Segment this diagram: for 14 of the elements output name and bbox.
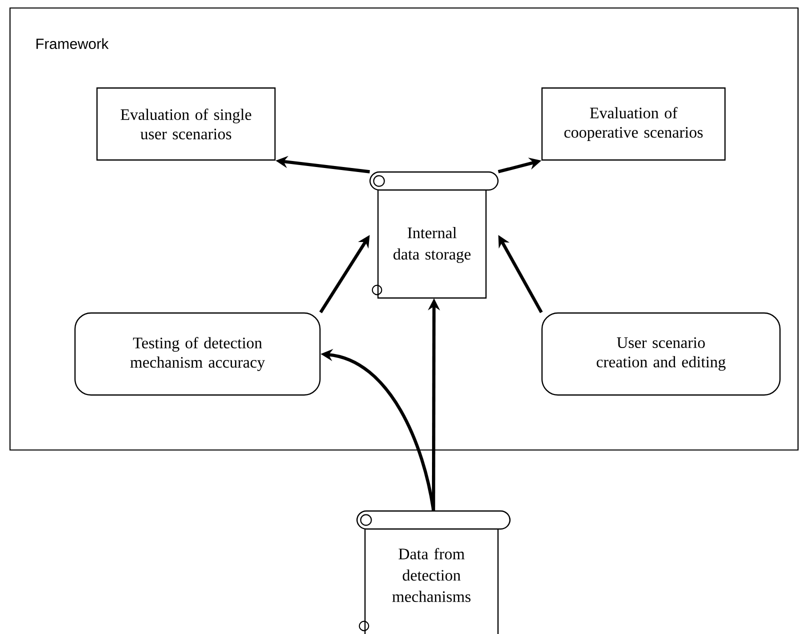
process-box xyxy=(541,87,726,161)
rounded-box xyxy=(74,312,321,396)
node-text: Framework xyxy=(36,38,109,50)
scroll-drawing xyxy=(369,171,499,299)
rounded-box xyxy=(541,312,781,396)
node-text: Evaluation of cooperative scenarios xyxy=(564,106,703,141)
node-text: Testing of detection mechanism accuracy xyxy=(130,336,265,372)
framework-box xyxy=(9,7,799,451)
process-box xyxy=(96,87,276,161)
node-text: Internal data storage xyxy=(394,227,471,263)
scroll-drawing xyxy=(356,510,511,634)
node-text: Data from detection mechanisms xyxy=(392,548,470,602)
node-text: Evaluation of single user scenarios xyxy=(120,108,252,140)
node-text: User scenario creation and editing xyxy=(596,337,726,371)
